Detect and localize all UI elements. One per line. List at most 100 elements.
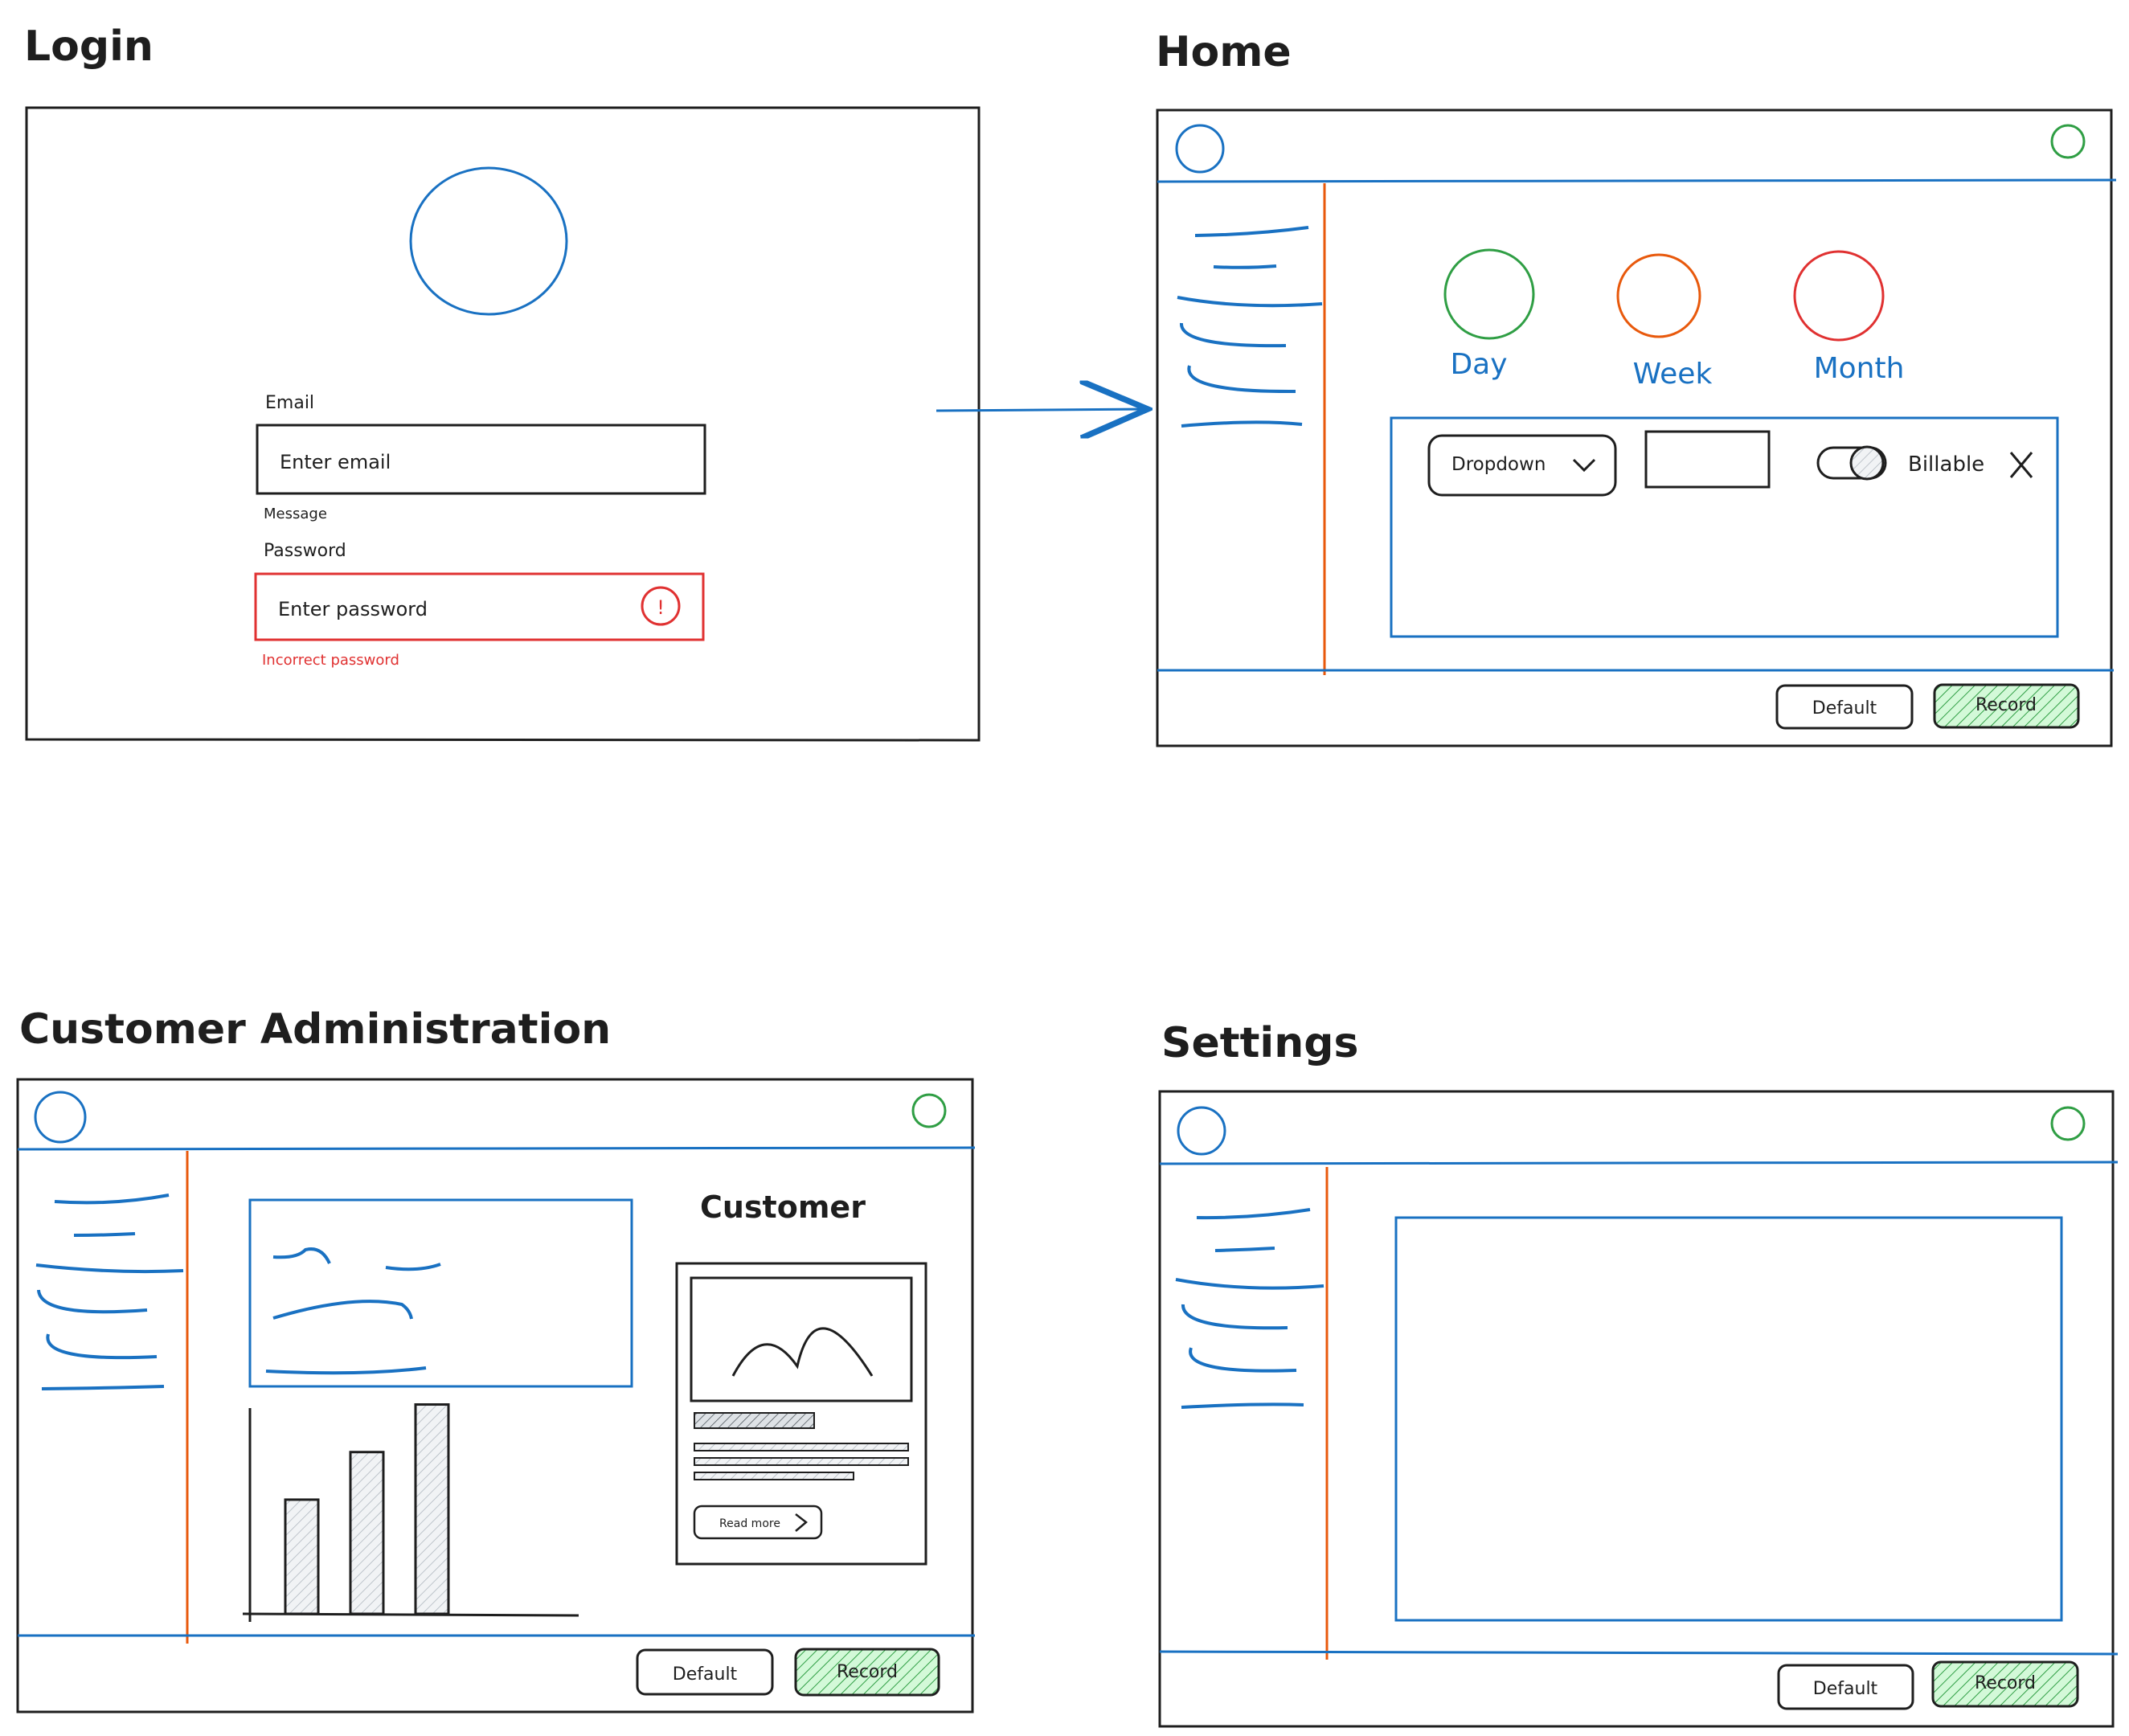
- email-input[interactable]: Enter email: [256, 424, 706, 495]
- sidebar-item: [73, 1232, 136, 1237]
- settings-default-button-label: Default: [1813, 1679, 1878, 1699]
- ca-record-button[interactable]: Record: [794, 1648, 940, 1697]
- card-text-line: [694, 1457, 909, 1466]
- dropdown-label: Dropdown: [1451, 454, 1546, 475]
- time-entry-panel: [1390, 416, 2059, 638]
- sidebar-item: [1175, 1278, 1324, 1290]
- chart-bar: [284, 1498, 320, 1615]
- customer-admin-screen: Customer Administration Customer: [16, 1005, 976, 1713]
- billable-toggle[interactable]: [1816, 445, 1887, 481]
- ca-sidebar-menu[interactable]: [35, 1194, 184, 1390]
- logo-placeholder-icon: [409, 166, 568, 316]
- month-label: Month: [1814, 352, 1905, 385]
- default-button[interactable]: Default: [1775, 684, 1914, 730]
- read-more-label: Read more: [719, 1517, 780, 1530]
- settings-logo-icon[interactable]: [1177, 1106, 1226, 1156]
- settings-content-panel: [1394, 1216, 2063, 1622]
- settings-frame: [1158, 1090, 2115, 1728]
- email-label: Email: [265, 393, 314, 413]
- home-profile-icon[interactable]: [2050, 124, 2086, 159]
- record-button[interactable]: Record: [1933, 683, 2080, 729]
- home-frame: [1156, 108, 2113, 747]
- period-day[interactable]: Day: [1443, 248, 1535, 381]
- hours-input[interactable]: [1644, 430, 1771, 489]
- day-label: Day: [1450, 348, 1507, 381]
- message-label: Message: [264, 506, 327, 522]
- sidebar-item: [1189, 1347, 1297, 1373]
- chart-bar: [414, 1403, 450, 1615]
- sidebar-item: [1213, 264, 1277, 269]
- settings-sidebar-menu[interactable]: [1175, 1208, 1324, 1409]
- password-label: Password: [264, 541, 346, 561]
- ca-text-lines: [265, 1247, 441, 1375]
- default-button-label: Default: [1812, 698, 1877, 719]
- settings-screen: Settings Default Record: [1158, 1019, 2119, 1728]
- chevron-down-icon: [1572, 458, 1596, 473]
- password-placeholder: Enter password: [278, 598, 428, 620]
- mountain-image-icon: [731, 1327, 874, 1377]
- period-week[interactable]: Week: [1616, 253, 1713, 391]
- error-icon: !: [641, 586, 681, 626]
- ca-default-button[interactable]: Default: [636, 1648, 774, 1696]
- chart-bar: [349, 1451, 385, 1615]
- ca-text-panel: [248, 1198, 633, 1388]
- card-title-placeholder: [694, 1412, 815, 1429]
- sidebar-item: [37, 1289, 148, 1314]
- card-text-line: [694, 1472, 854, 1480]
- home-title: Home: [1156, 28, 1292, 76]
- customer-card: [675, 1262, 927, 1566]
- close-icon[interactable]: [2009, 452, 2033, 478]
- login-screen: Login Email Enter email Message Password…: [24, 23, 981, 742]
- home-header-divider: [1157, 178, 2117, 183]
- flow-arrow: [936, 409, 1148, 411]
- card-text-line: [694, 1443, 909, 1451]
- sidebar-item: [1194, 226, 1309, 237]
- settings-header-divider: [1159, 1161, 2119, 1165]
- ca-header-divider: [17, 1146, 976, 1151]
- period-month[interactable]: Month: [1793, 250, 1905, 385]
- record-button-label: Record: [1975, 695, 2037, 715]
- customer-admin-frame: [16, 1078, 974, 1713]
- email-placeholder: Enter email: [280, 451, 391, 473]
- sidebar-item: [1180, 322, 1287, 348]
- sidebar-item: [1196, 1208, 1311, 1220]
- settings-default-button[interactable]: Default: [1777, 1664, 1914, 1710]
- day-icon: [1443, 248, 1535, 340]
- sidebar-item: [46, 1333, 158, 1360]
- customer-card-heading: Customer: [700, 1189, 866, 1225]
- sidebar-item: [41, 1385, 165, 1390]
- svg-text:!: !: [657, 596, 665, 619]
- ca-record-button-label: Record: [837, 1662, 898, 1682]
- sidebar-item: [35, 1263, 184, 1274]
- home-screen: Home Day Week Month Dropdown: [1156, 28, 2117, 747]
- error-message: Incorrect password: [262, 652, 399, 669]
- home-sidebar-menu[interactable]: [1177, 226, 1323, 428]
- sidebar-item: [1214, 1247, 1275, 1252]
- settings-profile-icon[interactable]: [2050, 1106, 2086, 1141]
- chevron-right-icon: [795, 1513, 808, 1532]
- settings-record-button[interactable]: Record: [1931, 1660, 2079, 1708]
- settings-record-button-label: Record: [1975, 1673, 2036, 1693]
- customer-card-image: [690, 1276, 913, 1402]
- sidebar-item: [54, 1194, 170, 1205]
- read-more-button[interactable]: Read more: [693, 1505, 823, 1540]
- sidebar-item: [1181, 420, 1303, 428]
- ca-logo-icon[interactable]: [34, 1091, 87, 1144]
- home-logo-icon[interactable]: [1175, 124, 1225, 174]
- login-title: Login: [24, 23, 154, 71]
- password-input[interactable]: Enter password: [254, 572, 705, 641]
- week-label: Week: [1633, 358, 1713, 391]
- ca-profile-icon[interactable]: [911, 1093, 947, 1128]
- login-frame: [25, 106, 981, 742]
- month-icon: [1793, 250, 1885, 342]
- sidebar-item: [1181, 1402, 1304, 1409]
- billable-label: Billable: [1908, 452, 1984, 477]
- week-icon: [1616, 253, 1701, 338]
- sidebar-item: [1181, 1304, 1288, 1330]
- settings-footer-divider: [1159, 1650, 2119, 1656]
- customer-bar-chart: [242, 1403, 579, 1622]
- dropdown[interactable]: Dropdown: [1427, 434, 1617, 497]
- sidebar-item: [1187, 365, 1296, 394]
- ca-default-button-label: Default: [673, 1664, 738, 1685]
